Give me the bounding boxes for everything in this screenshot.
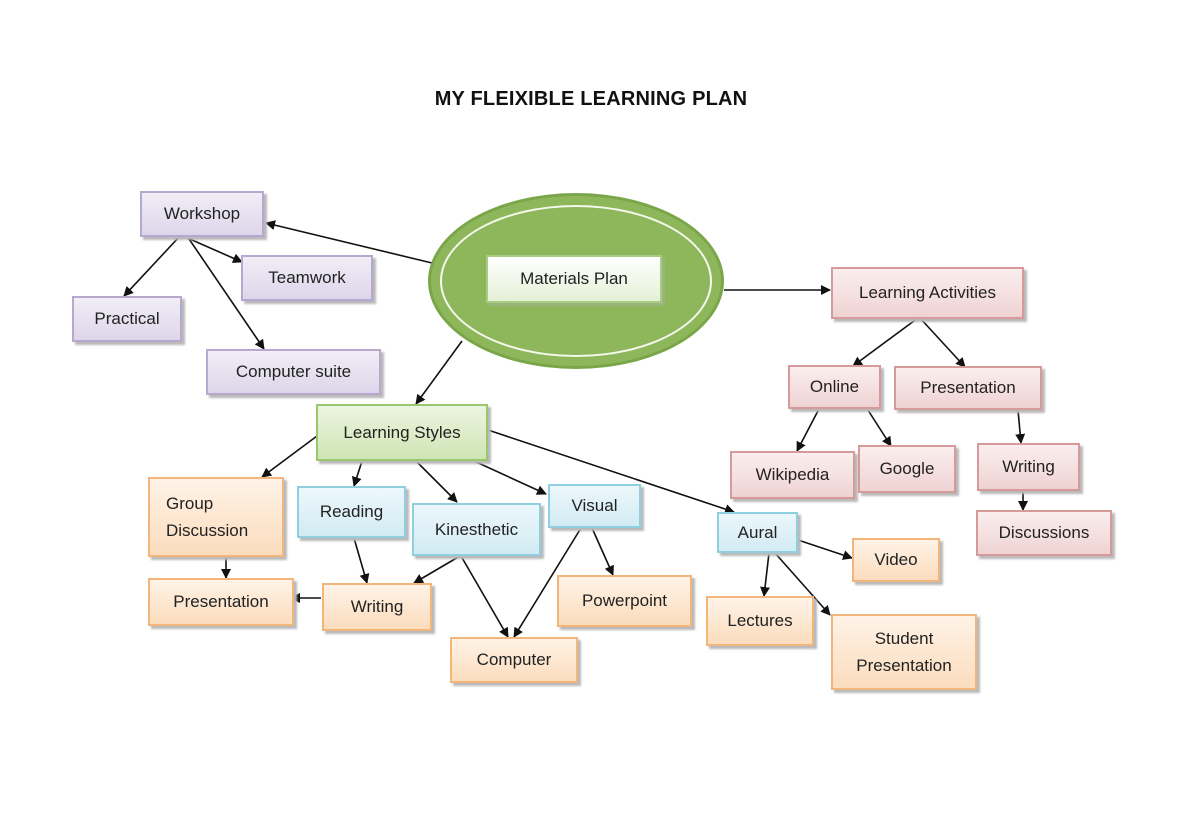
arrow-workshop-to-teamwork [182, 235, 243, 263]
arrow-presentation-to-writing [1015, 409, 1026, 444]
arrow-aural-to-student-presentation [774, 552, 831, 616]
aural-node[interactable]: Aural [717, 512, 798, 553]
reading-node[interactable]: Reading [297, 486, 406, 538]
lectures-node[interactable]: Lectures [706, 596, 814, 646]
arrow-reading-to-writing [353, 537, 370, 584]
center-ellipse-ring [440, 205, 712, 357]
kinesthetic-node[interactable]: Kinesthetic [412, 503, 541, 556]
group-discussion-node[interactable]: Group Discussion [148, 477, 284, 557]
computer-suite-node[interactable]: Computer suite [206, 349, 381, 395]
learning-activities-node[interactable]: Learning Activities [831, 267, 1024, 319]
presentation-style-node[interactable]: Presentation [148, 578, 294, 626]
writing-activity-node[interactable]: Writing [977, 443, 1080, 491]
arrow-kinesthetic-to-writing [413, 555, 461, 584]
arrow-styles-to-aural [487, 429, 735, 514]
writing-style-node[interactable]: Writing [322, 583, 432, 631]
workshop-node[interactable]: Workshop [140, 191, 264, 237]
discussions-node[interactable]: Discussions [976, 510, 1112, 556]
student-presentation-node[interactable]: Student Presentation [831, 614, 977, 690]
visual-node[interactable]: Visual [548, 484, 641, 528]
arrow-aural-to-video [797, 539, 853, 560]
computer-node[interactable]: Computer [450, 637, 578, 683]
wikipedia-node[interactable]: Wikipedia [730, 451, 855, 499]
arrow-center-to-workshop [265, 220, 433, 264]
google-node[interactable]: Google [858, 445, 956, 493]
arrow-center-to-learning-styles [415, 340, 463, 405]
online-node[interactable]: Online [788, 365, 881, 409]
arrow-styles-to-visual [473, 460, 547, 495]
diagram-title: MY FLEIXIBLE LEARNING PLAN [434, 88, 748, 110]
presentation-activity-node[interactable]: Presentation [894, 366, 1042, 410]
arrow-activities-to-online [852, 317, 919, 367]
arrow-workshop-to-computer-suite [186, 235, 265, 350]
arrow-styles-to-reading [351, 460, 363, 487]
teamwork-node[interactable]: Teamwork [241, 255, 373, 301]
arrow-workshop-to-practical [123, 235, 181, 297]
arrow-activities-to-presentation [919, 317, 966, 368]
arrow-styles-to-group-discussion [261, 435, 318, 478]
arrow-visual-to-computer [513, 527, 582, 638]
arrow-online-to-google [865, 406, 892, 447]
arrow-online-to-wikipedia [796, 406, 821, 452]
video-node[interactable]: Video [852, 538, 940, 582]
arrow-visual-to-powerpoint [591, 527, 614, 576]
arrow-kinesthetic-to-computer [460, 555, 509, 638]
learning-styles-node[interactable]: Learning Styles [316, 404, 488, 461]
arrow-aural-to-lectures [760, 552, 771, 597]
practical-node[interactable]: Practical [72, 296, 182, 342]
materials-plan-node[interactable]: Materials Plan [486, 255, 662, 303]
powerpoint-node[interactable]: Powerpoint [557, 575, 692, 627]
arrow-styles-to-kinesthetic [415, 460, 458, 503]
